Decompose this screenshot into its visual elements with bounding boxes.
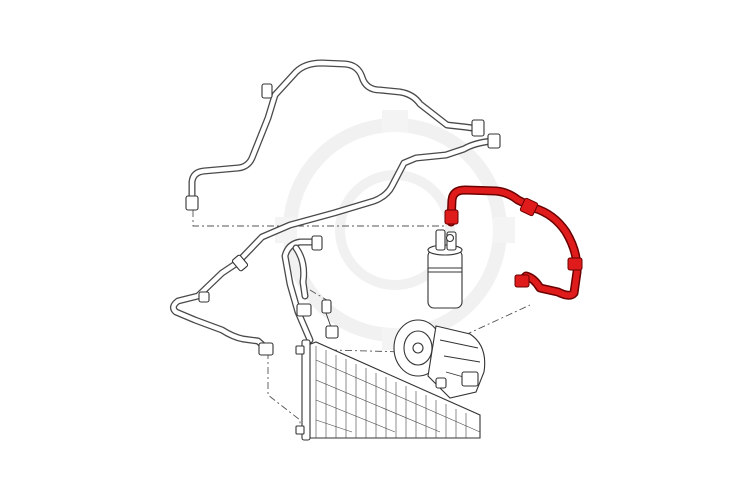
flex-pipe	[281, 235, 339, 344]
condenser-fins	[315, 346, 481, 438]
condenser	[295, 339, 481, 441]
receiver-drier	[427, 229, 463, 309]
compressor	[393, 319, 486, 399]
discharge-hose	[444, 185, 583, 300]
lower-pipe	[169, 133, 501, 356]
upper-pipe	[185, 59, 485, 211]
